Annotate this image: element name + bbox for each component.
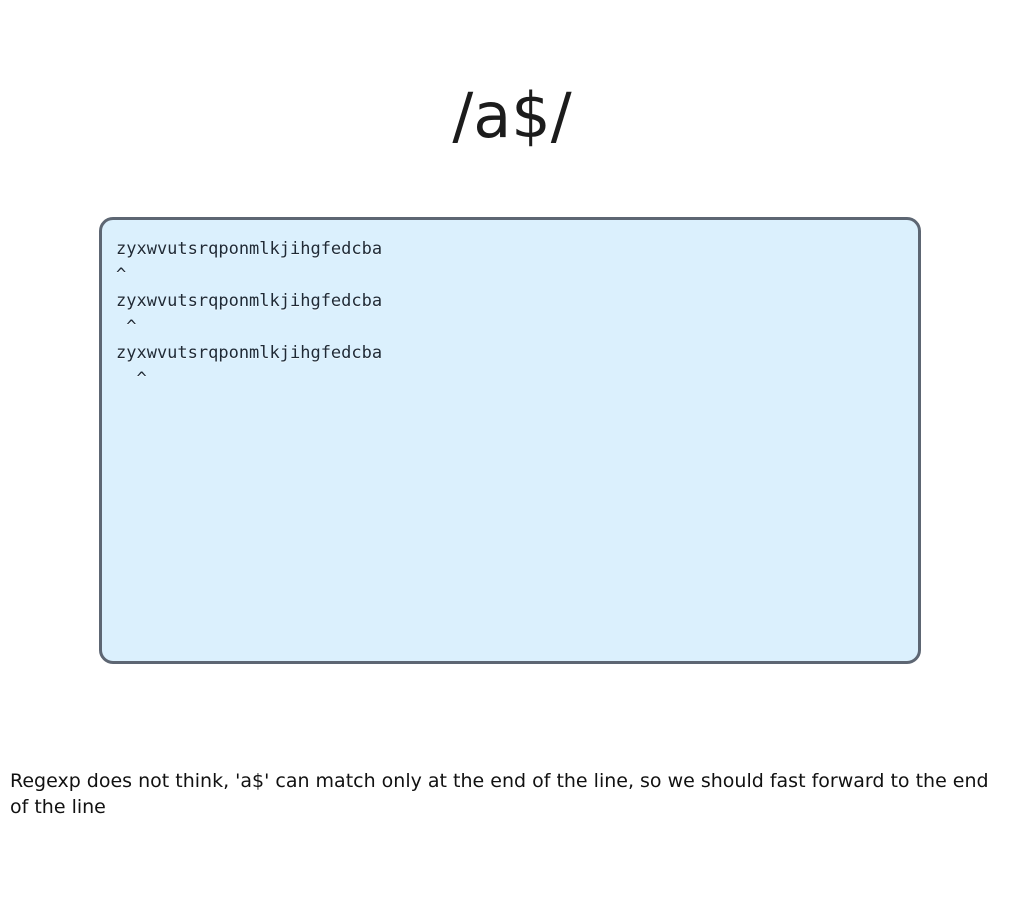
code-line-subject-2: zyxwvutsrqponmlkjihgfedcba (116, 291, 383, 311)
code-line-caret-2: ^ (116, 317, 137, 337)
code-line-caret-3: ^ (116, 369, 147, 389)
code-line-caret-1: ^ (116, 265, 127, 285)
code-line-subject-3: zyxwvutsrqponmlkjihgfedcba (116, 343, 383, 363)
slide-caption: Regexp does not think, 'a$' can match on… (10, 770, 989, 818)
code-lines: zyxwvutsrqponmlkjihgfedcba ^ zyxwvutsrqp… (116, 236, 382, 392)
slide-title: /a$/ (452, 79, 572, 152)
code-example-box: zyxwvutsrqponmlkjihgfedcba ^ zyxwvutsrqp… (99, 217, 921, 664)
code-line-subject-1: zyxwvutsrqponmlkjihgfedcba (116, 239, 383, 259)
